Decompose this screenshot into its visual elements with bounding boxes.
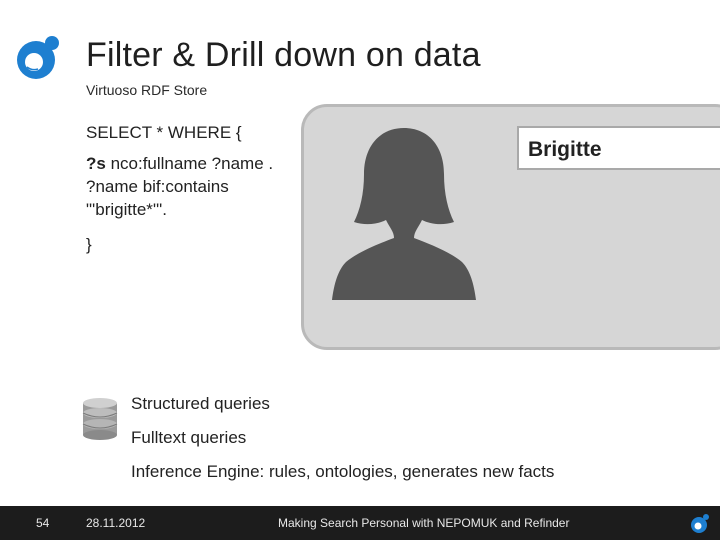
query-line: } bbox=[86, 235, 92, 254]
name-result-box: Brigitte bbox=[517, 126, 720, 170]
slide-footer: 54 28.11.2012 Making Search Personal wit… bbox=[0, 506, 720, 540]
query-line: SELECT * WHERE { bbox=[86, 123, 242, 142]
slide-subtitle: Virtuoso RDF Store bbox=[86, 82, 208, 98]
query-subject-var: ?s bbox=[86, 154, 106, 173]
query-line-rest: nco:fullname ?name . bbox=[105, 154, 274, 173]
database-icon bbox=[82, 398, 118, 440]
query-line: ?s nco:fullname ?name . bbox=[86, 152, 273, 175]
nepomuk-logo-small-icon bbox=[691, 514, 709, 533]
query-line: "'brigitte*'". bbox=[86, 200, 167, 219]
feature-list: Structured queries Fulltext queries Infe… bbox=[131, 394, 554, 496]
query-line: ?name bif:contains bbox=[86, 177, 229, 196]
nepomuk-logo-icon bbox=[17, 36, 59, 79]
footer-title: Making Search Personal with NEPOMUK and … bbox=[278, 516, 570, 530]
person-silhouette-icon bbox=[332, 128, 476, 300]
slide-title: Filter & Drill down on data bbox=[86, 36, 481, 74]
page-number: 54 bbox=[36, 516, 50, 530]
list-item: Structured queries bbox=[131, 394, 270, 413]
list-item: Fulltext queries bbox=[131, 428, 247, 447]
sparql-query: SELECT * WHERE { ?s nco:fullname ?name .… bbox=[86, 121, 273, 256]
list-item: Inference Engine: rules, ontologies, gen… bbox=[131, 462, 555, 481]
footer-date: 28.11.2012 bbox=[86, 516, 146, 530]
